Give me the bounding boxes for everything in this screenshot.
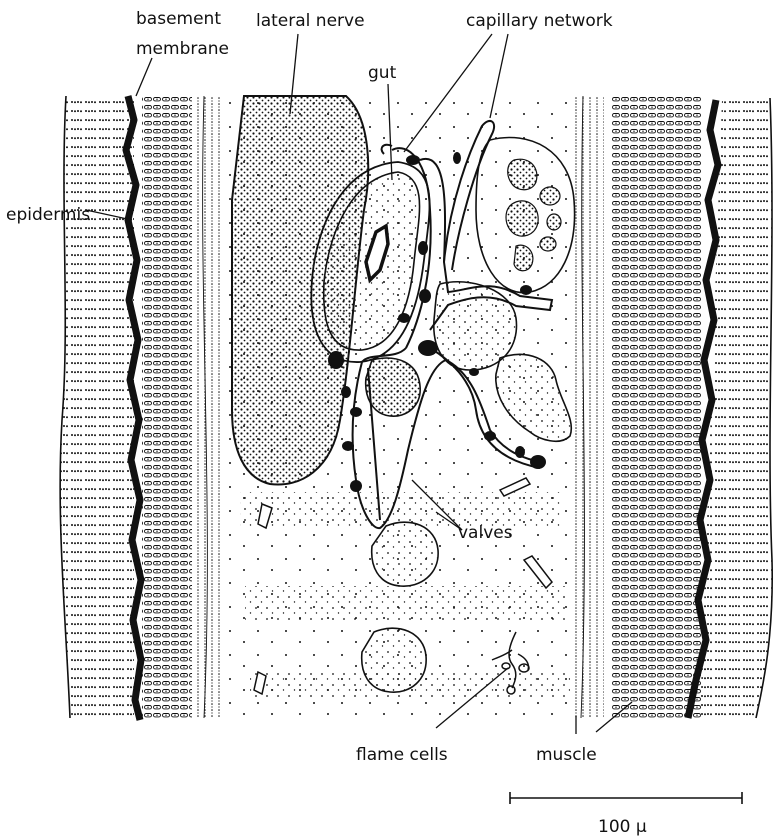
right-subepidermal-cells xyxy=(612,96,702,718)
label-valves: valves xyxy=(458,523,513,543)
label-gut: gut xyxy=(368,63,397,83)
label-membrane: membrane xyxy=(136,39,229,59)
label-basement: basement xyxy=(136,9,221,29)
label-muscle: muscle xyxy=(536,745,597,765)
scale-bar xyxy=(510,792,742,804)
left-body-wall xyxy=(60,96,220,720)
label-flame-cells: flame cells xyxy=(356,745,448,765)
left-epidermis xyxy=(60,96,134,718)
left-muscle-layer xyxy=(196,96,220,718)
label-scale: 100 µ xyxy=(598,817,647,837)
label-capillary-network: capillary network xyxy=(466,11,613,31)
label-lateral-nerve: lateral nerve xyxy=(256,11,365,31)
right-muscle-layer xyxy=(574,96,604,718)
right-body-wall xyxy=(574,96,772,718)
left-subepidermal-cells xyxy=(142,96,192,718)
label-epidermis: epidermis xyxy=(6,205,90,225)
